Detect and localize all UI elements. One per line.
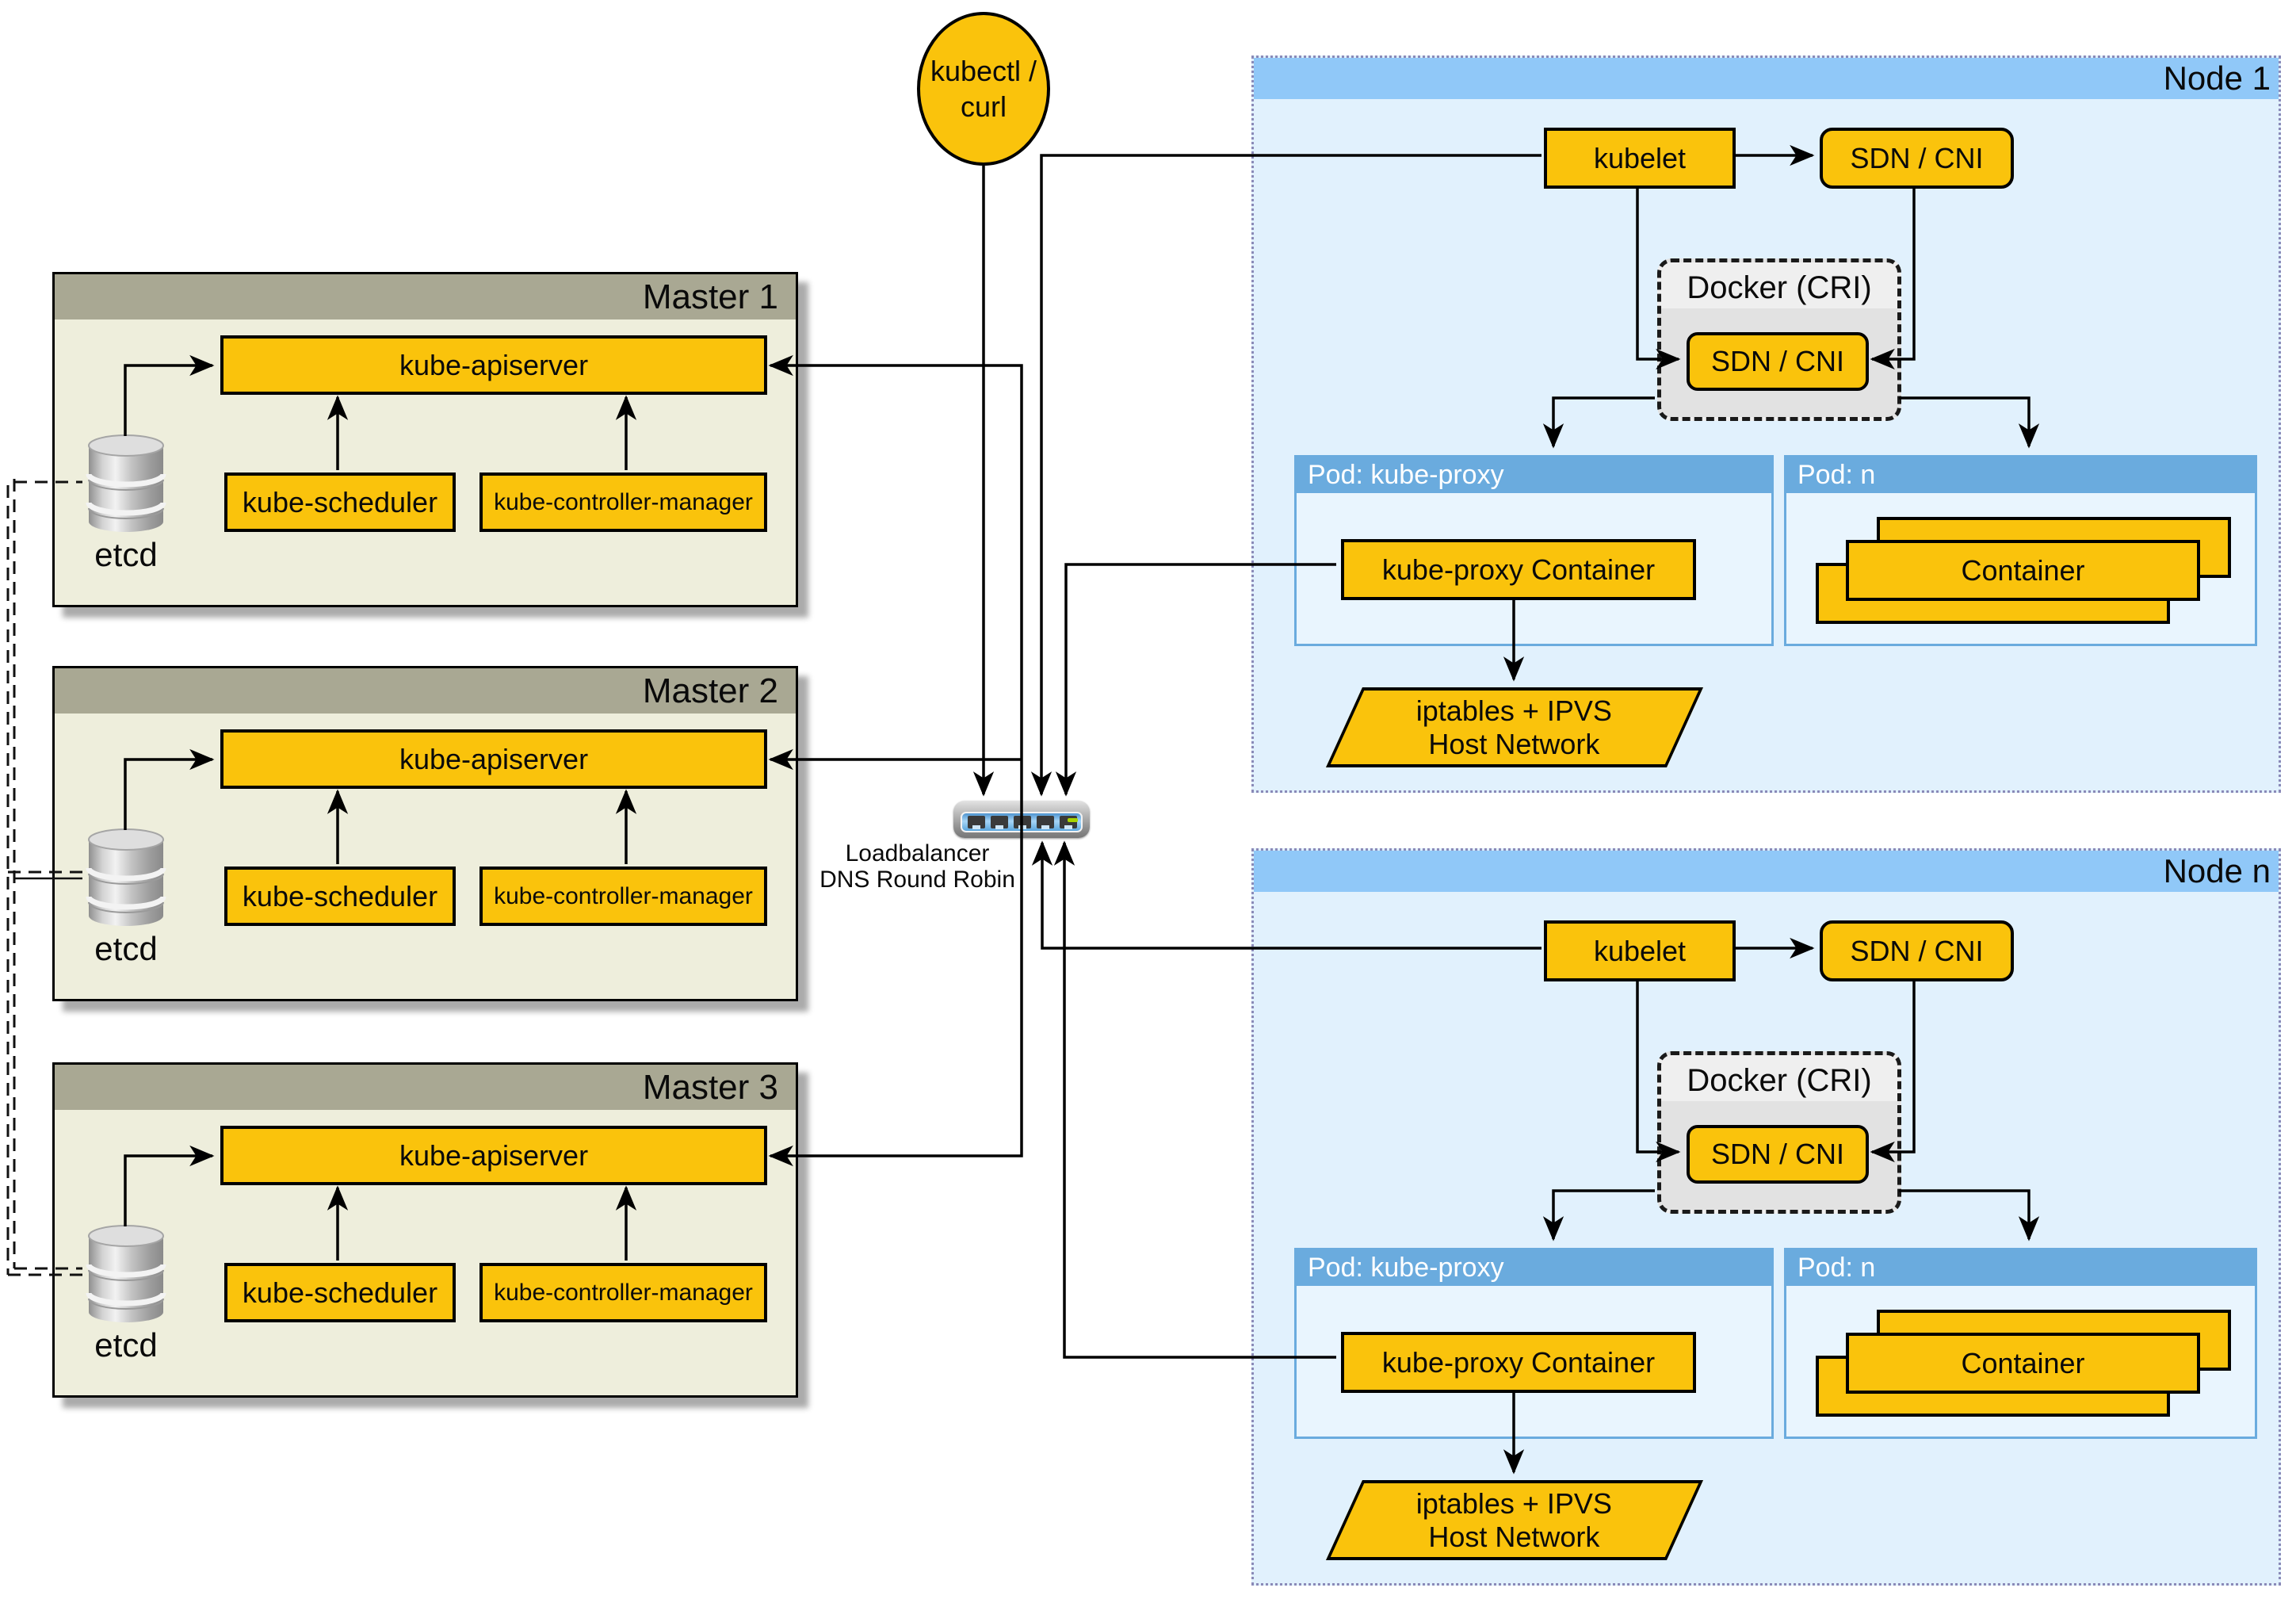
node-n-pod-kube-proxy: Pod: kube-proxy kube-proxy Container: [1294, 1248, 1774, 1439]
loadbalancer-label-line1: Loadbalancer: [845, 840, 990, 867]
kubectl-label-line1: kubectl /: [930, 55, 1037, 87]
master-1-kube-apiserver: kube-apiserver: [220, 335, 767, 395]
node-n-title: Node n: [1254, 851, 2279, 892]
node-1-hostnet-line2: Host Network: [1428, 727, 1601, 760]
master-3-box: Master 3 kube-apiserver kube-scheduler k…: [52, 1062, 798, 1398]
etcd-database-icon: [86, 828, 166, 926]
master-1-title: Master 1: [55, 274, 796, 319]
loadbalancer-port-strip: [961, 812, 1083, 832]
node-1-pod-kube-proxy: Pod: kube-proxy kube-proxy Container: [1294, 455, 1774, 646]
node-n-docker-cri-title: Docker (CRI): [1687, 1063, 1872, 1098]
ethernet-port-icon: [968, 816, 985, 829]
node-1-pod-n-title: Pod: n: [1786, 457, 2255, 493]
master-3-kube-scheduler: kube-scheduler: [224, 1263, 456, 1322]
master-1-box: Master 1 kube-apiserver kube-scheduler k…: [52, 272, 798, 607]
master-1-kube-scheduler: kube-scheduler: [224, 472, 456, 532]
node-n-kubelet: kubelet: [1544, 920, 1736, 981]
master-3-kube-controller-manager: kube-controller-manager: [479, 1263, 767, 1322]
master-2-kube-apiserver: kube-apiserver: [220, 729, 767, 789]
master-2-title: Master 2: [55, 668, 796, 714]
ethernet-port-icon: [1014, 816, 1031, 829]
node-1-box: Node 1 kubelet SDN / CNI Docker (CRI) SD…: [1251, 55, 2281, 793]
node-1-pod-n: Pod: n Container: [1784, 455, 2257, 646]
kubectl-label-line2: curl: [960, 90, 1007, 123]
container-box-front: Container: [1846, 1333, 2200, 1394]
master-2-kube-controller-manager: kube-controller-manager: [479, 867, 767, 926]
master-1-kube-controller-manager: kube-controller-manager: [479, 472, 767, 532]
ethernet-port-icon: [991, 816, 1008, 829]
container-box-front: Container: [1846, 540, 2200, 601]
node-1-hostnet-line1: iptables + IPVS: [1416, 694, 1613, 727]
node-n-pod-n-title: Pod: n: [1786, 1250, 2255, 1286]
node-n-iptables-hostnetwork: iptables + IPVS Host Network: [1325, 1480, 1704, 1560]
loadbalancer-label: Loadbalancer DNS Round Robin: [793, 840, 1042, 893]
node-1-iptables-hostnetwork: iptables + IPVS Host Network: [1325, 687, 1704, 767]
master-2-box: Master 2 kube-apiserver kube-scheduler k…: [52, 666, 798, 1001]
node-n-kube-proxy-container: kube-proxy Container: [1341, 1332, 1696, 1393]
master-2-kube-scheduler: kube-scheduler: [224, 867, 456, 926]
master-3-etcd-label: etcd: [94, 1326, 158, 1364]
node-n-sdn-cni: SDN / CNI: [1820, 920, 2014, 981]
node-1-title: Node 1: [1254, 58, 2279, 99]
loadbalancer-switch-icon: [953, 801, 1090, 838]
master-1-etcd-label: etcd: [94, 536, 158, 573]
etcd-database-icon: [86, 1225, 166, 1322]
kubectl-client-node: kubectl / curl: [917, 12, 1050, 166]
node-n-pod-kube-proxy-title: Pod: kube-proxy: [1297, 1250, 1771, 1286]
master-3-title: Master 3: [55, 1065, 796, 1110]
node-n-hostnet-line2: Host Network: [1428, 1520, 1601, 1553]
node-n-hostnet-line1: iptables + IPVS: [1416, 1486, 1613, 1520]
node-1-docker-sdn-cni: SDN / CNI: [1687, 332, 1869, 391]
ethernet-port-icon: [1037, 816, 1054, 829]
node-1-kube-proxy-container: kube-proxy Container: [1341, 539, 1696, 600]
master-2-etcd-label: etcd: [94, 930, 158, 967]
led-indicator-icon: [1068, 818, 1078, 822]
node-n-pod-n: Pod: n Container: [1784, 1248, 2257, 1439]
node-n-box: Node n kubelet SDN / CNI Docker (CRI) SD…: [1251, 848, 2281, 1586]
node-1-docker-cri-title: Docker (CRI): [1687, 270, 1872, 305]
master-3-kube-apiserver: kube-apiserver: [220, 1126, 767, 1185]
node-n-docker-sdn-cni: SDN / CNI: [1687, 1125, 1869, 1184]
loadbalancer-label-line2: DNS Round Robin: [819, 867, 1015, 893]
node-1-kubelet: kubelet: [1544, 128, 1736, 189]
etcd-database-icon: [86, 434, 166, 532]
node-1-sdn-cni: SDN / CNI: [1820, 128, 2014, 189]
edge-lb-to-apiserver-1-and-3: [768, 354, 1023, 1167]
node-1-pod-kube-proxy-title: Pod: kube-proxy: [1297, 457, 1771, 493]
